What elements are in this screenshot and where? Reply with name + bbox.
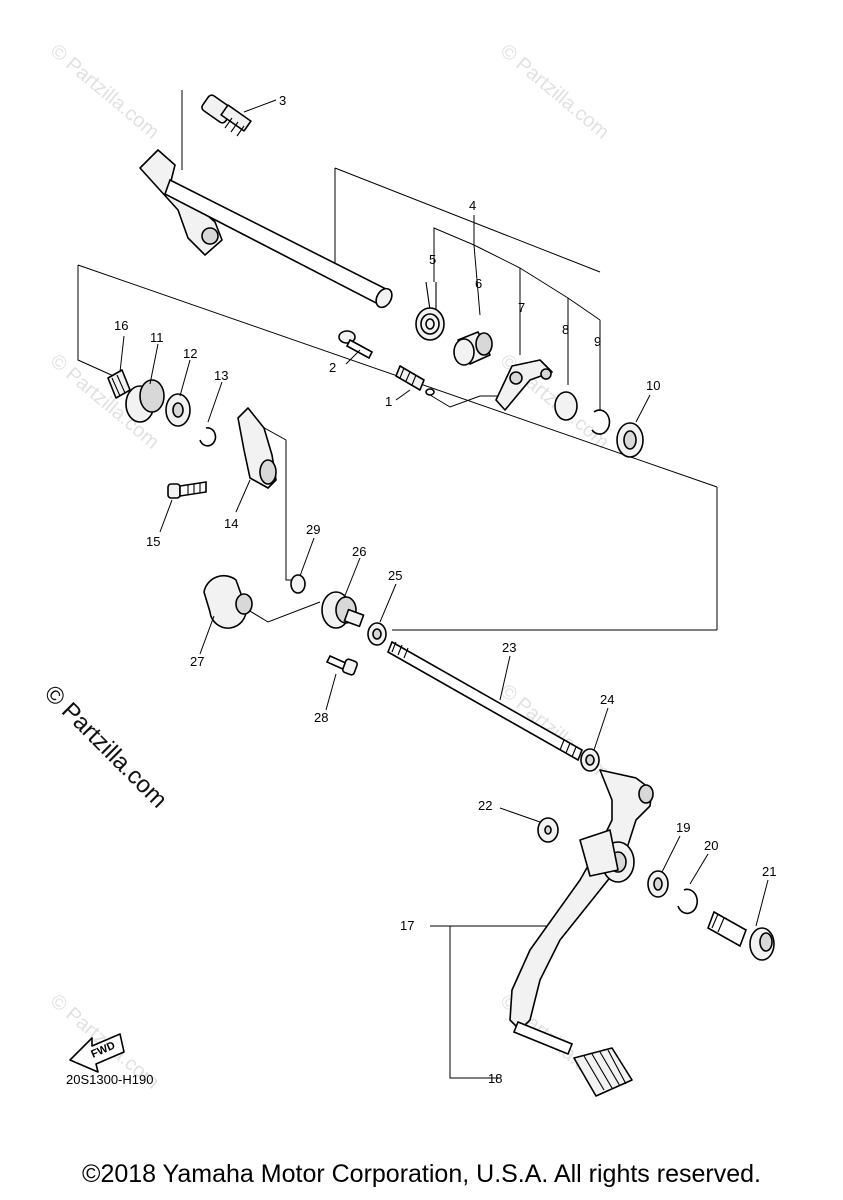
leader-10: [635, 394, 651, 423]
leader-29: [299, 537, 315, 577]
leader-26: [343, 557, 361, 599]
leader-13: [207, 381, 223, 423]
callout-17: 17: [400, 918, 414, 933]
part-3-bolt: [201, 94, 252, 137]
callout-3: 3: [279, 93, 286, 108]
part-12-washer: [165, 393, 191, 427]
callout-26: 26: [352, 544, 366, 559]
callout-12: 12: [183, 346, 197, 361]
leader-28: [325, 673, 337, 711]
callout-6: 6: [475, 276, 482, 291]
part-29-washer: [290, 574, 306, 594]
leader-23: [499, 655, 511, 701]
callout-5: 5: [429, 252, 436, 267]
group-line-17-18: [430, 925, 500, 1079]
callout-10: 10: [646, 378, 660, 393]
group-line-4-top: [334, 167, 601, 273]
leader-19: [661, 835, 681, 873]
callout-9: 9: [594, 334, 601, 349]
leader-14: [235, 479, 251, 513]
leader-1: [395, 389, 411, 401]
part-1-spring-pin: [395, 365, 435, 396]
part-21-pivot-bolt: [707, 910, 775, 961]
part-26-rod-joint: [321, 591, 365, 629]
callout-27: 27: [190, 654, 204, 669]
leader-12: [179, 359, 191, 397]
callout-4: 4: [469, 198, 476, 213]
part-6-collar: [453, 331, 493, 366]
part-8-washer: [554, 391, 578, 421]
leader-16: [119, 335, 125, 373]
part-shift-shaft: [139, 149, 393, 309]
callout-28: 28: [314, 710, 328, 725]
leader-21: [755, 879, 769, 927]
part-17-shift-pedal: [509, 769, 654, 1031]
part-25-nut: [367, 622, 387, 646]
part-20-circlip: [677, 888, 699, 915]
part-2-pin: [338, 330, 374, 360]
leader-24: [593, 707, 609, 751]
callout-1: 1: [385, 394, 392, 409]
part-28-bolt: [325, 654, 358, 676]
part-18-foot-peg: [512, 1020, 633, 1097]
leader-2: [345, 349, 361, 365]
part-10-washer: [616, 422, 644, 458]
diagram-code: 20S1300-H190: [66, 1072, 154, 1087]
leader-15: [159, 499, 173, 533]
callout-7: 7: [518, 300, 525, 315]
part-7-lever: [495, 359, 553, 411]
callout-19: 19: [676, 820, 690, 835]
copyright-notice: ©2018 Yamaha Motor Corporation, U.S.A. A…: [82, 1160, 761, 1188]
part-5-spring: [415, 281, 445, 341]
callout-21: 21: [762, 864, 776, 879]
part-9-circlip: [591, 409, 611, 435]
callout-29: 29: [306, 522, 320, 537]
callout-13: 13: [214, 368, 228, 383]
callout-11: 11: [150, 330, 164, 345]
leader-11: [149, 343, 159, 385]
part-24-nut: [580, 748, 600, 772]
part-15-bolt: [167, 481, 207, 499]
callout-15: 15: [146, 534, 160, 549]
part-16-bearing: [107, 369, 131, 399]
callout-14: 14: [224, 516, 238, 531]
callout-23: 23: [502, 640, 516, 655]
callout-25: 25: [388, 568, 402, 583]
callout-20: 20: [704, 838, 718, 853]
fwd-arrow-icon: FWD: [69, 1033, 125, 1073]
leader-25: [379, 583, 397, 623]
part-22-washer: [537, 817, 559, 843]
part-19-washer: [647, 870, 669, 898]
part-14-shift-arm: [237, 407, 277, 489]
callout-22: 22: [478, 798, 492, 813]
callout-18: 18: [488, 1071, 502, 1086]
callout-2: 2: [329, 360, 336, 375]
leader-22: [499, 807, 541, 823]
callout-24: 24: [600, 692, 614, 707]
group-line-7-9: [473, 244, 601, 321]
leader-3: [243, 99, 277, 113]
part-11-oil-seal: [125, 379, 165, 423]
callout-8: 8: [562, 322, 569, 337]
group-frame-outer: [77, 265, 119, 379]
part-27-rod-end: [203, 574, 253, 629]
part-13-clip: [199, 427, 217, 447]
group-line-4-branch: [433, 215, 475, 282]
callout-16: 16: [114, 318, 128, 333]
group-line-6: [473, 244, 481, 316]
leader-20: [689, 853, 709, 885]
group-line-1: [429, 394, 500, 408]
part-23-shift-rod: [386, 640, 584, 762]
leader-27: [199, 615, 215, 655]
